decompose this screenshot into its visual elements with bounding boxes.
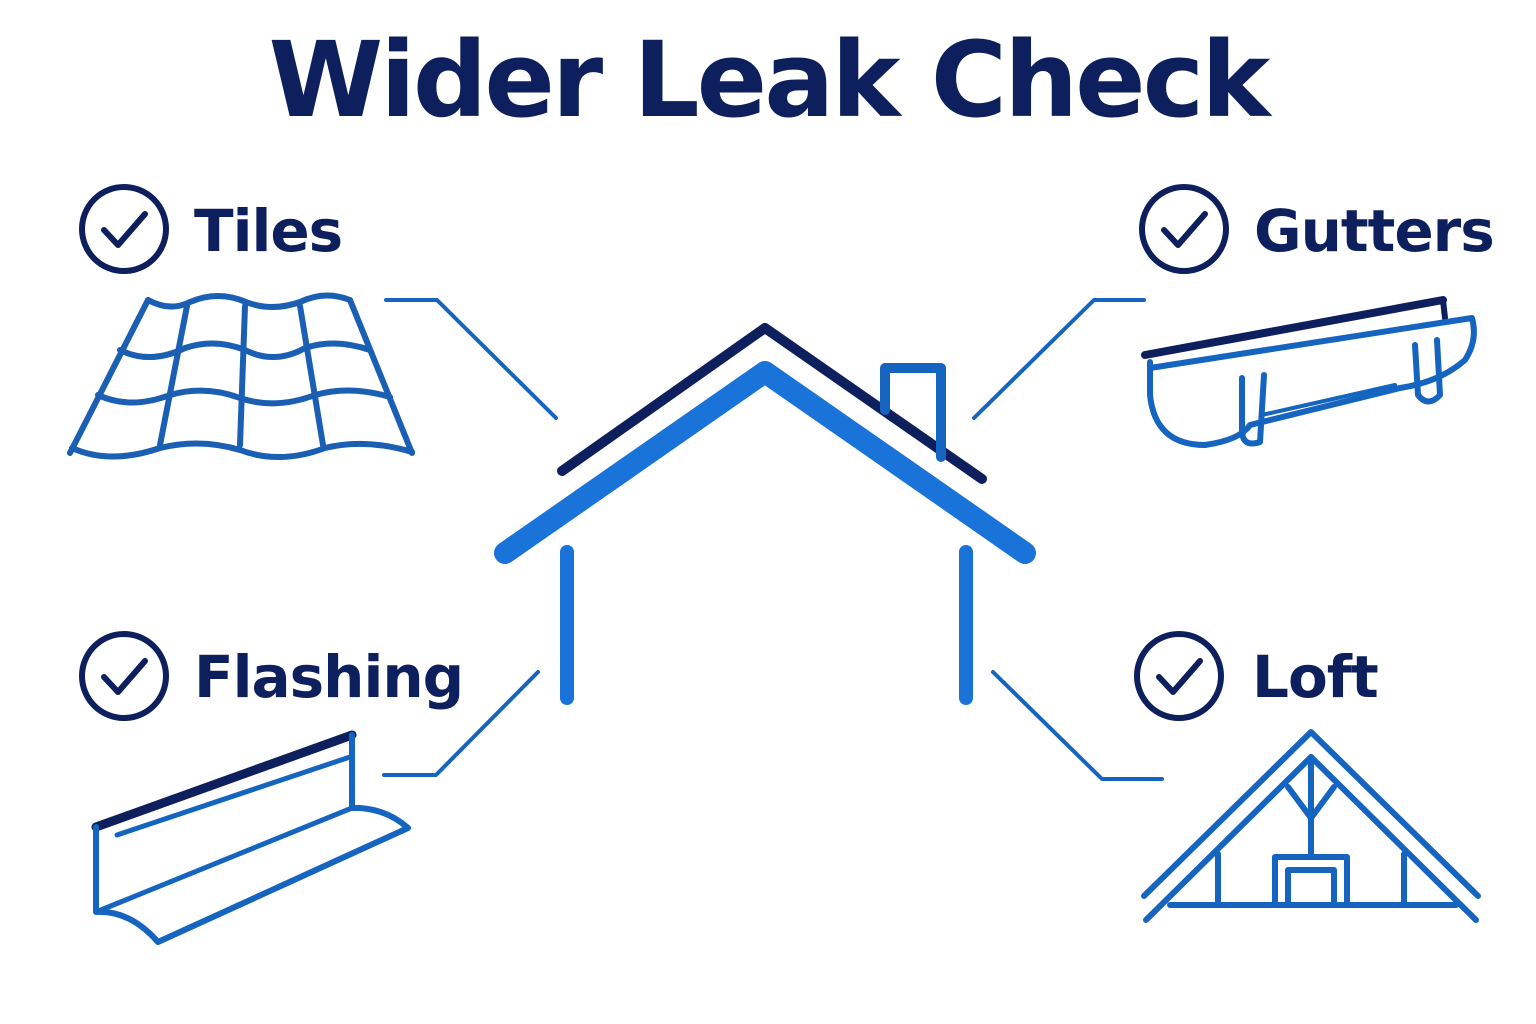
- label-loft: Loft: [1252, 643, 1379, 711]
- check-icon-flashing: [79, 631, 169, 721]
- diagram-title: Wider Leak Check: [268, 19, 1271, 141]
- check-icon-tiles: [79, 184, 169, 274]
- check-icon-gutters: [1139, 184, 1229, 274]
- connector-flashing: [382, 670, 540, 777]
- label-flashing: Flashing: [194, 643, 464, 711]
- roof-tiles-icon: [67, 292, 415, 460]
- gutter-icon: [1141, 296, 1477, 448]
- check-icon-loft: [1134, 631, 1224, 721]
- connector-gutters: [972, 298, 1146, 420]
- flashing-icon: [91, 730, 411, 945]
- connector-loft: [991, 670, 1164, 781]
- connector-tiles: [384, 298, 558, 420]
- loft-icon: [1141, 729, 1481, 923]
- label-gutters: Gutters: [1254, 197, 1495, 265]
- label-tiles: Tiles: [194, 197, 343, 265]
- house-icon: [494, 323, 1036, 705]
